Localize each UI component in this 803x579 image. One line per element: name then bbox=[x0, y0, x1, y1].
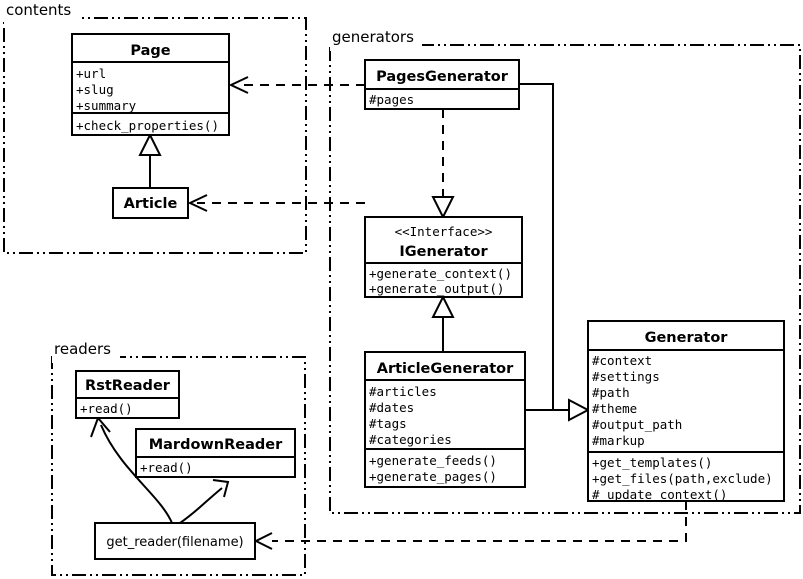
package-readers-border bbox=[51, 356, 306, 576]
class-pagesgenerator[interactable]: PagesGenerator #pages bbox=[364, 59, 520, 110]
generalization-arrowhead-agen-igen bbox=[431, 294, 455, 318]
class-page[interactable]: Page +url +slug +summary +check_properti… bbox=[71, 33, 230, 136]
class-articlegenerator-method-0: +generate_feeds() bbox=[369, 453, 497, 468]
class-generator[interactable]: Generator #context #settings #path #them… bbox=[587, 320, 785, 502]
class-articlegenerator-attr-1: #dates bbox=[369, 400, 414, 415]
class-generator-attr-1: #settings bbox=[592, 369, 660, 384]
relationship-pagesgenerator-igenerator bbox=[431, 109, 455, 220]
class-pagesgenerator-title: PagesGenerator bbox=[376, 69, 509, 85]
package-contents-border bbox=[3, 17, 307, 254]
package-generators: generators bbox=[329, 28, 801, 514]
class-igenerator-stereotype: <<Interface>> bbox=[395, 224, 493, 239]
class-generator-attr-3: #theme bbox=[592, 401, 637, 416]
package-contents: contents bbox=[3, 1, 307, 254]
realization-arrowhead-pages-igen bbox=[431, 196, 455, 220]
class-mardownreader-title: MardownReader bbox=[149, 437, 283, 453]
class-page-attr-2: +summary bbox=[76, 98, 137, 113]
class-page-attr-0: +url bbox=[76, 66, 106, 81]
class-igenerator-title: IGenerator bbox=[399, 244, 488, 260]
dependency-arrowhead-article bbox=[187, 194, 208, 212]
class-generator-attr-4: #output_path bbox=[592, 417, 682, 432]
class-igenerator-method-1: +generate_output() bbox=[369, 281, 504, 296]
relationship-articlegenerator-igenerator bbox=[431, 294, 455, 352]
class-igenerator[interactable]: <<Interface>> IGenerator +generate_conte… bbox=[364, 216, 523, 298]
class-pagesgenerator-attr-0: #pages bbox=[369, 92, 414, 107]
dependency-arrowhead-pages bbox=[228, 76, 249, 94]
generalization-arrowhead-generator bbox=[568, 398, 591, 422]
class-mardownreader[interactable]: MardownReader +read() bbox=[135, 428, 296, 478]
class-page-method-0: +check_properties() bbox=[76, 118, 219, 133]
class-generator-attr-2: #path bbox=[592, 385, 630, 400]
class-generator-method-1: +get_files(path,exclude) bbox=[592, 471, 773, 486]
class-article-title: Article bbox=[124, 196, 178, 212]
package-generators-label-bg bbox=[330, 33, 422, 51]
class-articlegenerator-box[interactable] bbox=[364, 351, 526, 488]
class-pagesgenerator-box[interactable] bbox=[364, 59, 520, 110]
dependency-arrowhead-getreader bbox=[253, 532, 273, 550]
class-articlegenerator-title: ArticleGenerator bbox=[377, 361, 514, 377]
package-generators-label: generators bbox=[332, 28, 414, 46]
class-generator-attr-0: #context bbox=[592, 353, 652, 368]
creates-arrowhead-rstreader bbox=[90, 416, 111, 438]
class-rstreader[interactable]: RstReader +read() bbox=[75, 370, 180, 419]
class-generator-method-2: #_update_context() bbox=[592, 487, 727, 502]
creates-line-rstreader bbox=[100, 424, 173, 524]
class-mardownreader-method-0: +read() bbox=[140, 460, 193, 475]
class-generator-title: Generator bbox=[645, 330, 729, 346]
generalization-line-pages-generator bbox=[519, 83, 569, 411]
function-get-reader-box[interactable] bbox=[94, 522, 256, 560]
class-mardownreader-box[interactable] bbox=[135, 428, 296, 478]
class-rstreader-method-0: +read() bbox=[80, 401, 133, 416]
class-page-box[interactable] bbox=[71, 33, 230, 136]
package-readers: readers bbox=[51, 340, 306, 576]
creates-arrowhead-mardownreader bbox=[212, 479, 230, 498]
class-generator-method-0: +get_templates() bbox=[592, 455, 712, 470]
class-articlegenerator-attr-0: #articles bbox=[369, 384, 437, 399]
class-article[interactable]: Article bbox=[112, 187, 189, 219]
relationship-getreader-mardownreader bbox=[179, 479, 230, 524]
class-page-title: Page bbox=[130, 43, 170, 59]
class-article-box[interactable] bbox=[112, 187, 189, 219]
class-rstreader-title: RstReader bbox=[85, 378, 171, 394]
relationship-generator-getreader bbox=[253, 501, 687, 550]
dependency-line-generator-getreader bbox=[272, 501, 687, 542]
class-articlegenerator-attr-2: #tags bbox=[369, 416, 407, 431]
class-articlegenerator-method-1: +generate_pages() bbox=[369, 469, 497, 484]
relationship-article-page bbox=[138, 132, 162, 188]
class-igenerator-box[interactable] bbox=[364, 216, 523, 298]
relationship-generators-generator bbox=[519, 83, 591, 422]
class-generator-attr-5: #markup bbox=[592, 433, 645, 448]
class-articlegenerator-attr-3: #categories bbox=[369, 432, 452, 447]
generalization-arrowhead-article-page bbox=[138, 132, 162, 156]
package-readers-label: readers bbox=[54, 340, 111, 358]
function-get-reader-label: get_reader(filename) bbox=[106, 535, 243, 550]
class-igenerator-method-0: +generate_context() bbox=[369, 266, 512, 281]
class-page-attr-1: +slug bbox=[76, 82, 114, 97]
package-contents-label: contents bbox=[6, 1, 71, 19]
creates-line-mardownreader bbox=[179, 487, 223, 524]
class-rstreader-box[interactable] bbox=[75, 370, 180, 419]
package-readers-label-bg bbox=[52, 345, 120, 363]
relationship-articlegenerator-article bbox=[187, 194, 365, 212]
relationship-pagesgenerator-page bbox=[228, 76, 365, 94]
package-generators-border bbox=[329, 44, 801, 514]
package-contents-label-bg bbox=[4, 10, 82, 28]
function-get-reader[interactable]: get_reader(filename) bbox=[94, 522, 256, 560]
class-articlegenerator[interactable]: ArticleGenerator #articles #dates #tags … bbox=[364, 351, 526, 488]
